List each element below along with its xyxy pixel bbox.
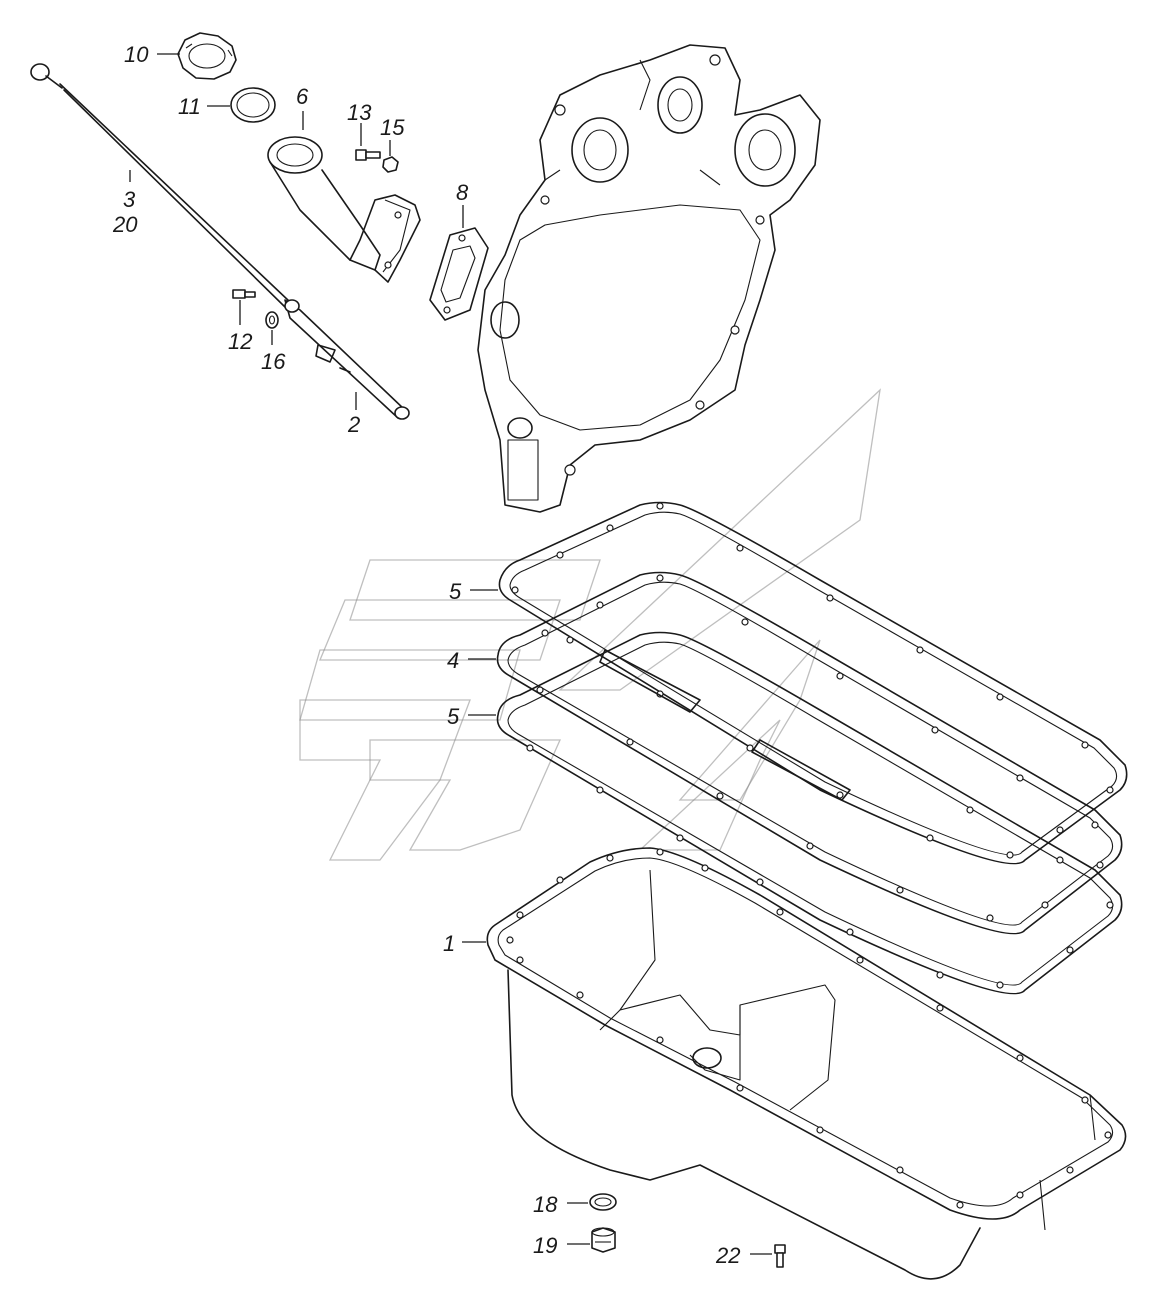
pan-gasket-lower-part (496, 631, 1123, 995)
oil-pan-part (486, 847, 1127, 1280)
gasket-8-part (429, 227, 489, 321)
callout-10: 10 (124, 42, 149, 67)
pan-gasket-upper-part (498, 501, 1128, 865)
filler-cap-part (177, 32, 237, 80)
bolt-22-part (774, 1244, 786, 1268)
pan-gasket-middle-part (496, 571, 1123, 935)
callout-2: 2 (347, 412, 360, 437)
callout-22: 22 (715, 1243, 740, 1268)
callout-20: 20 (112, 212, 138, 237)
callout-8: 8 (456, 180, 469, 205)
callout-18: 18 (533, 1192, 558, 1217)
dipstick-part (30, 63, 291, 309)
callout-11: 11 (178, 94, 201, 119)
callout-6: 6 (296, 84, 309, 109)
seal-ring-18-part (589, 1193, 617, 1211)
timing-gear-housing (477, 44, 821, 513)
callout-4: 4 (447, 648, 459, 673)
drain-plug-19-part (591, 1227, 616, 1253)
callout-19: 19 (533, 1233, 557, 1258)
callout-5-lower: 5 (447, 704, 460, 729)
callout-15: 15 (380, 115, 405, 140)
callout-16: 16 (261, 349, 286, 374)
washer-16-part (265, 311, 279, 329)
callout-5-upper: 5 (449, 579, 462, 604)
o-ring-part (230, 87, 276, 123)
dipstick-tube-part (284, 299, 410, 420)
callout-labels: 10 11 6 13 15 3 20 8 12 16 2 5 4 5 1 18 … (112, 42, 740, 1268)
bolt-13-part (355, 149, 381, 161)
callout-3: 3 (123, 187, 136, 212)
callout-13: 13 (347, 100, 372, 125)
filler-neck-part (267, 136, 421, 283)
callout-12: 12 (228, 329, 252, 354)
leader-lines (129, 53, 772, 1255)
callout-1: 1 (443, 931, 455, 956)
bolt-12-part (232, 289, 256, 299)
nut-15-part (382, 156, 399, 173)
watermark-logo (299, 388, 881, 861)
